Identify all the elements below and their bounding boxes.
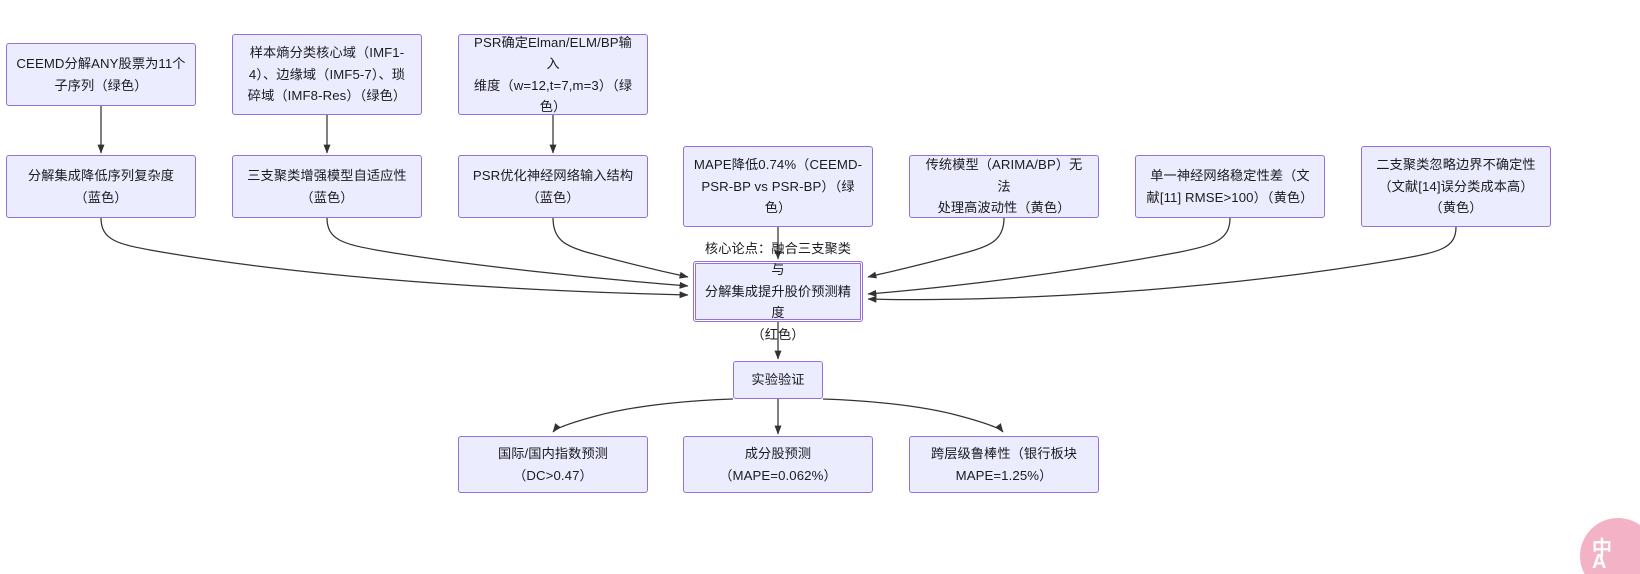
edge-exp-r1 [552,398,734,433]
node-three-way-clustering-adaptivity[interactable]: 三支聚类增强模型自适应性 （蓝色） [232,155,422,218]
node-psr-input-dimension[interactable]: PSR确定Elman/ELM/BP输入 维度（w=12,t=7,m=3）（绿 色… [458,34,648,115]
node-mape-improvement[interactable]: MAPE降低0.74%（CEEMD- PSR-BP vs PSR-BP）（绿 色… [683,146,873,227]
node-label: 实验验证 [751,372,805,388]
node-sample-entropy-classification[interactable]: 样本熵分类核心域（IMF1- 4）、边缘域（IMF5-7）、琐 碎域（IMF8-… [232,34,422,115]
edge-n4-core [100,217,689,299]
edge-n5-core [326,217,689,289]
node-result-cross-level-robustness[interactable]: 跨层级鲁棒性（银行板块 MAPE=1.25%） [909,436,1099,493]
node-label: 三支聚类增强模型自适应性 （蓝色） [247,168,407,205]
node-label: CEEMD分解ANY股票为11个 子序列（绿色） [16,56,186,93]
node-label: PSR确定Elman/ELM/BP输入 维度（w=12,t=7,m=3）（绿 色… [473,34,633,114]
node-traditional-models-limitation[interactable]: 传统模型（ARIMA/BP）无法 处理高波动性（黄色） [909,155,1099,218]
edge-n6-core [552,217,689,279]
node-result-index-forecast[interactable]: 国际/国内指数预测 （DC>0.47） [458,436,648,493]
node-label: 二支聚类忽略边界不确定性 （文献[14]误分类成本高） （黄色） [1376,157,1536,216]
node-result-constituent-stock-forecast[interactable]: 成分股预测 （MAPE=0.062%） [683,436,873,493]
node-label: 跨层级鲁棒性（银行板块 MAPE=1.25%） [930,446,1078,483]
node-label: 分解集成降低序列复杂度 （蓝色） [27,168,175,205]
node-decomposition-reduces-complexity[interactable]: 分解集成降低序列复杂度 （蓝色） [6,155,196,218]
node-label: 成分股预测 （MAPE=0.062%） [719,446,837,483]
node-single-network-instability[interactable]: 单一神经网络稳定性差（文 献[11] RMSE>100）（黄色） [1135,155,1325,218]
node-ceemd-decomposition[interactable]: CEEMD分解ANY股票为11个 子序列（绿色） [6,43,196,106]
edge-exp-r3 [822,398,1004,433]
watermark-line2: A [1592,551,1607,573]
node-label: 单一神经网络稳定性差（文 献[11] RMSE>100）（黄色） [1146,168,1314,205]
edge-n9-core [867,217,1231,297]
edge-n10-core [867,226,1457,303]
node-two-way-clustering-boundary[interactable]: 二支聚类忽略边界不确定性 （文献[14]误分类成本高） （黄色） [1361,146,1551,227]
watermark-line1: 中 [1592,538,1612,560]
node-label: 国际/国内指数预测 （DC>0.47） [497,446,609,483]
edge-n8-core [867,217,1005,279]
node-label: 核心论点：融合三支聚类与 分解集成提升股价预测精度 （红色） [704,241,852,342]
node-core-claim[interactable]: 核心论点：融合三支聚类与 分解集成提升股价预测精度 （红色） [693,241,863,342]
node-label: PSR优化神经网络输入结构 （蓝色） [472,168,634,205]
watermark-badge: 中 A [1580,518,1640,574]
node-experimental-validation[interactable]: 实验验证 [733,361,823,399]
node-label: 传统模型（ARIMA/BP）无法 处理高波动性（黄色） [925,157,1083,216]
node-label: MAPE降低0.74%（CEEMD- PSR-BP vs PSR-BP）（绿 色… [693,157,863,216]
node-psr-optimizes-network-input[interactable]: PSR优化神经网络输入结构 （蓝色） [458,155,648,218]
node-label: 样本熵分类核心域（IMF1- 4）、边缘域（IMF5-7）、琐 碎域（IMF8-… [247,45,407,104]
